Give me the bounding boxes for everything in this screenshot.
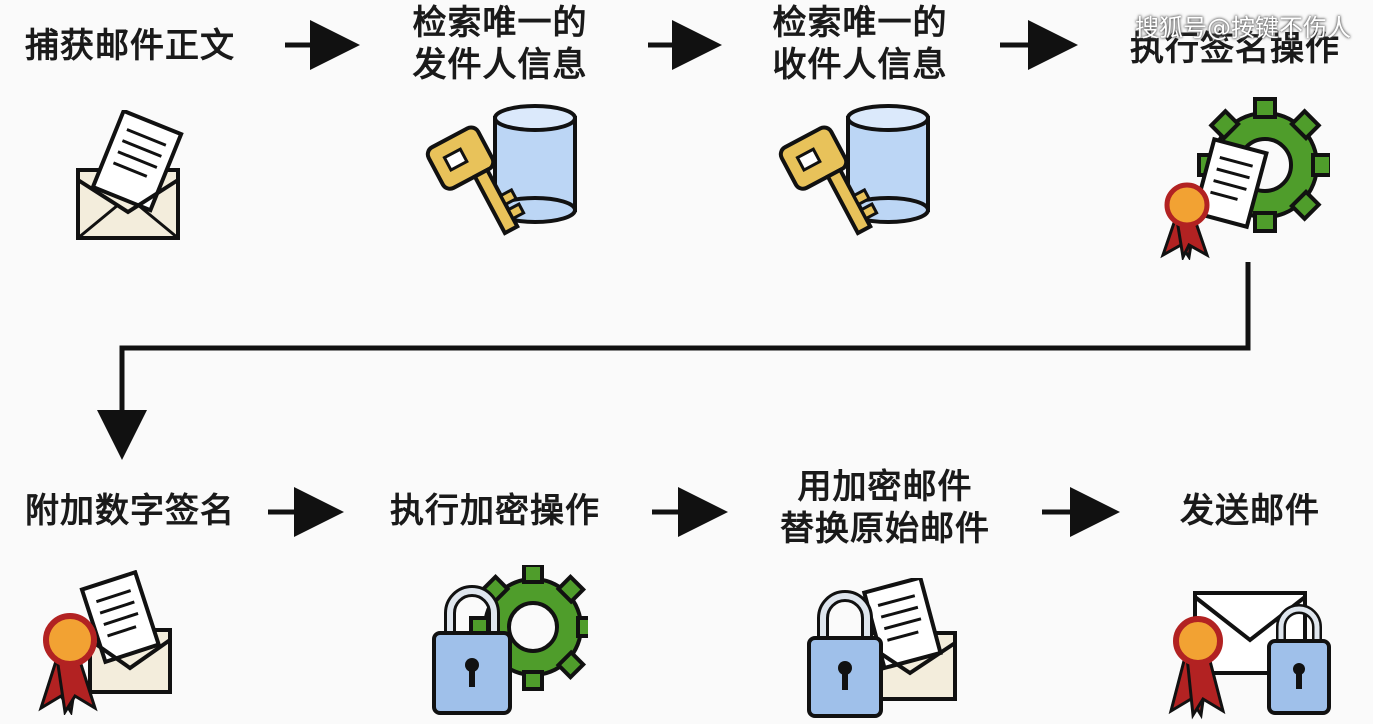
step-6-label: 执行加密操作 xyxy=(360,490,630,532)
step-4-label: 执行签名操作 xyxy=(1100,28,1370,70)
step-6-line1: 执行加密操作 xyxy=(390,491,600,531)
step-3-line2: 收件人信息 xyxy=(772,45,948,85)
lock-envelope-icon xyxy=(807,578,957,718)
key-database-icon-sender xyxy=(425,104,577,236)
envelope-certificate-lock-icon xyxy=(1168,591,1331,720)
step-8-line1: 发送邮件 xyxy=(1180,491,1320,531)
step-7-line2: 替换原始邮件 xyxy=(780,509,990,549)
step-1-label: 捕获邮件正文 xyxy=(0,25,260,67)
step-1-line1: 捕获邮件正文 xyxy=(25,26,235,66)
lock-gear-icon xyxy=(432,565,588,715)
watermark: 搜狐号@按键不伤人 xyxy=(1135,14,1351,42)
step-8-label: 发送邮件 xyxy=(1140,490,1360,532)
step-2-line2: 发件人信息 xyxy=(412,45,588,85)
step-2-line1: 检索唯一的 xyxy=(412,3,588,43)
step-4-line1: 执行签名操作 xyxy=(1130,29,1340,69)
step-5-label: 附加数字签名 xyxy=(0,490,260,532)
certificate-envelope-icon xyxy=(38,570,172,715)
step-2-label: 检索唯一的 发件人信息 xyxy=(380,2,620,86)
key-database-icon-recipient xyxy=(778,104,930,236)
step-5-line1: 附加数字签名 xyxy=(25,491,235,531)
step-7-label: 用加密邮件 替换原始邮件 xyxy=(745,466,1025,550)
step-3-label: 检索唯一的 收件人信息 xyxy=(740,2,980,86)
gear-certificate-icon xyxy=(1160,97,1330,260)
step-3-line1: 检索唯一的 xyxy=(772,3,948,43)
envelope-document-icon xyxy=(76,110,184,240)
arrow-4-5 xyxy=(97,262,1251,460)
step-7-line1: 用加密邮件 xyxy=(797,467,973,507)
